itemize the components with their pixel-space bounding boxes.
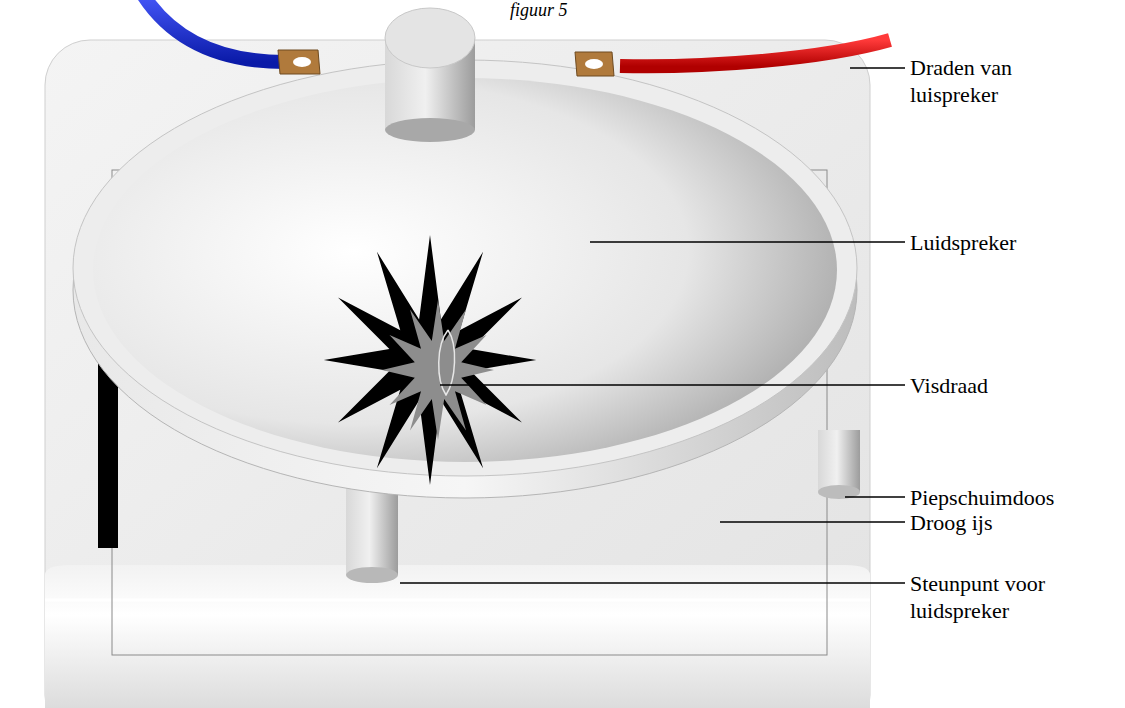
part-label: Draden van luispreker <box>910 54 1050 108</box>
star-cutout-inner <box>382 300 494 440</box>
support-cylinder <box>818 430 860 492</box>
leader-line <box>845 496 905 497</box>
box-front-face <box>45 565 870 708</box>
red-wire <box>620 40 890 66</box>
leader-line <box>590 241 905 242</box>
wire-terminal <box>575 52 614 76</box>
speaker-magnet-top <box>385 8 475 68</box>
box-edge-highlight <box>45 599 870 602</box>
part-label: Steunpunt voor luidspreker <box>910 570 1080 624</box>
support-cylinder-base <box>346 567 398 583</box>
blue-wire <box>140 0 285 62</box>
star-hole <box>324 235 537 485</box>
star-cutout <box>324 235 537 485</box>
part-label: Piepschuimdoos <box>910 484 1110 511</box>
part-label: Visdraad <box>910 372 1110 399</box>
part-label: Luidspreker <box>910 229 1110 256</box>
terminal-hole <box>585 59 603 69</box>
terminal-hole <box>293 57 311 67</box>
leader-lines <box>400 68 905 583</box>
leader-line <box>400 582 905 583</box>
leader-line <box>850 67 905 68</box>
speaker-cone <box>93 78 837 462</box>
wire-terminal <box>278 50 320 74</box>
leader-line <box>720 521 905 522</box>
polystyrene-box <box>45 40 870 708</box>
part-label: Droog ijs <box>910 509 1110 536</box>
leader-line <box>440 384 905 385</box>
figure-title: figuur 5 <box>510 0 568 20</box>
speaker-magnet-base <box>385 118 475 142</box>
